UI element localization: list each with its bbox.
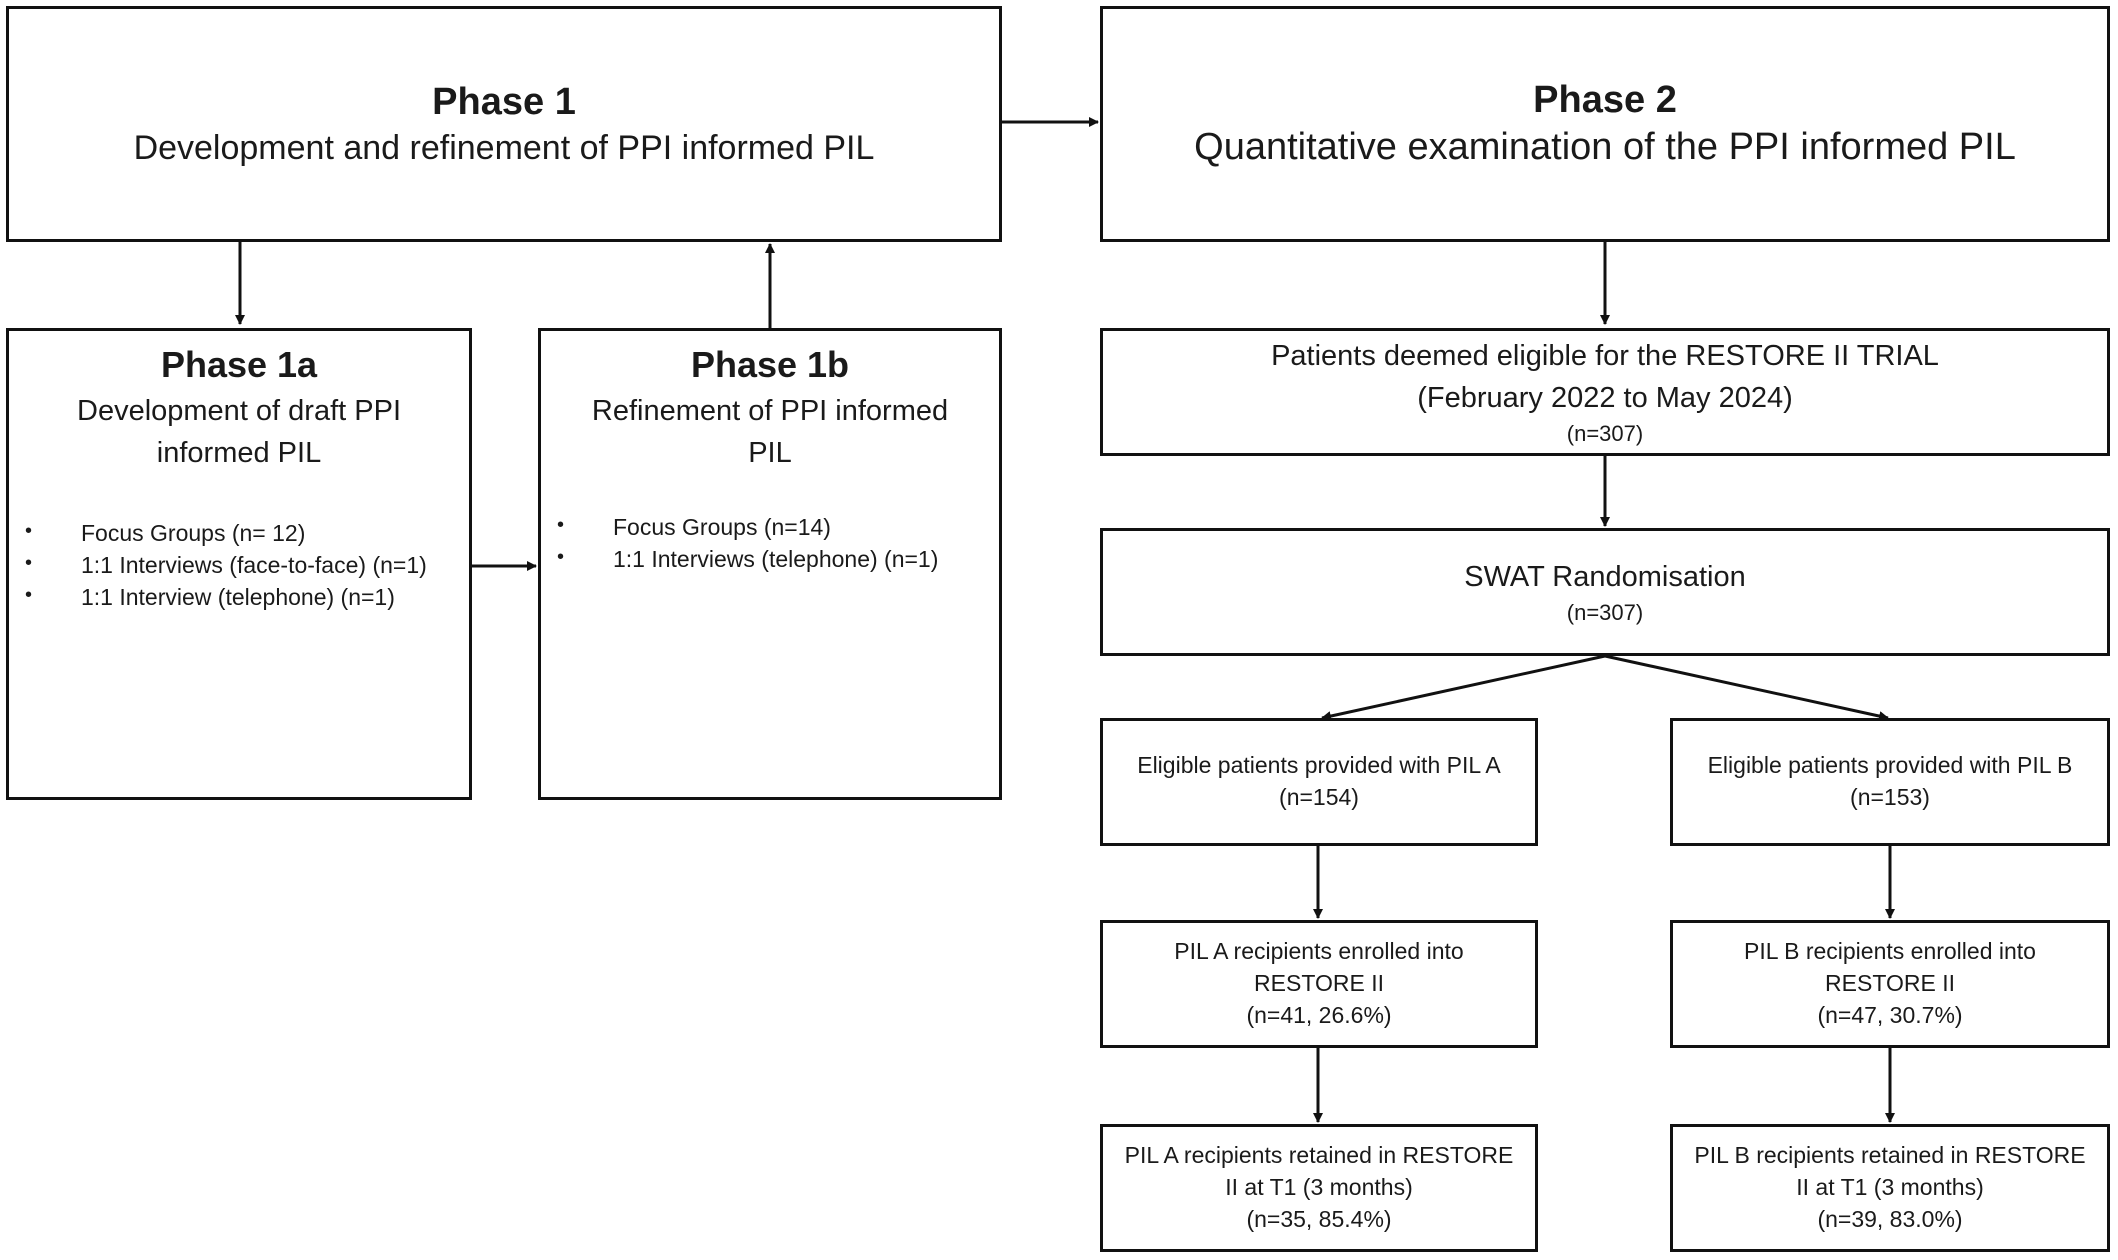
phase1a-list: Focus Groups (n= 12) 1:1 Interviews (fac… <box>9 518 469 613</box>
list-item: 1:1 Interviews (telephone) (n=1) <box>541 544 989 576</box>
pil-b-provided-box: Eligible patients provided with PIL B (n… <box>1670 718 2110 846</box>
phase1a-description: Development of draft PPI informed PIL <box>77 390 401 474</box>
pil-b-retained-line: PIL B recipients retained in RESTORE <box>1694 1142 2086 1169</box>
pil-b-provided-line: Eligible patients provided with PIL B <box>1707 752 2073 779</box>
pil-b-enrolled-line: PIL B recipients enrolled into <box>1744 938 2036 965</box>
phase1b-description-line: Refinement of PPI informed <box>591 395 949 428</box>
pil-a-provided-count: (n=154) <box>1279 784 1359 810</box>
phase1a-description-line: informed PIL <box>156 437 322 470</box>
pil-b-enrolled-line: RESTORE II <box>1825 970 1955 997</box>
phase1a-title: Phase 1a <box>160 344 318 385</box>
phase1-subtitle: Development and refinement of PPI inform… <box>133 128 875 167</box>
phase2-title: Phase 2 <box>1533 78 1677 121</box>
phase2-subtitle: Quantitative examination of the PPI info… <box>1194 126 2016 168</box>
pil-b-provided-count: (n=153) <box>1850 784 1930 810</box>
phase1b-description: Refinement of PPI informed PIL <box>592 390 948 474</box>
pil-b-enrolled-box: PIL B recipients enrolled into RESTORE I… <box>1670 920 2110 1048</box>
pil-a-enrolled-box: PIL A recipients enrolled into RESTORE I… <box>1100 920 1538 1048</box>
phase1b-title: Phase 1b <box>690 344 850 385</box>
pil-b-enrolled-count: (n=47, 30.7%) <box>1817 1001 1963 1028</box>
phase1a-description-line: Development of draft PPI <box>77 395 401 428</box>
arrow-swat-to-pil-a <box>1321 654 1606 721</box>
list-item: Focus Groups (n= 12) <box>9 518 429 550</box>
pil-b-retained-box: PIL B recipients retained in RESTORE II … <box>1670 1124 2110 1252</box>
pil-a-enrolled-line: RESTORE II <box>1254 970 1384 997</box>
pil-a-enrolled-line: PIL A recipients enrolled into <box>1174 938 1464 965</box>
list-item: Focus Groups (n=14) <box>541 512 989 544</box>
phase1b-description-line: PIL <box>748 437 792 470</box>
phase2-box: Phase 2 Quantitative examination of the … <box>1100 6 2110 242</box>
pil-a-enrolled-count: (n=41, 26.6%) <box>1246 1001 1392 1028</box>
eligible-line2: (February 2022 to May 2024) <box>1417 381 1793 414</box>
eligible-patients-box: Patients deemed eligible for the RESTORE… <box>1100 328 2110 456</box>
pil-a-retained-line: PIL A recipients retained in RESTORE <box>1124 1142 1514 1169</box>
list-item: 1:1 Interview (telephone) (n=1) <box>9 582 429 614</box>
phase1a-box: Phase 1a Development of draft PPI inform… <box>6 328 472 800</box>
swat-count: (n=307) <box>1566 599 1644 625</box>
pil-a-retained-count: (n=35, 85.4%) <box>1246 1205 1392 1232</box>
list-item: 1:1 Interviews (face-to-face) (n=1) <box>9 550 429 582</box>
phase1-box: Phase 1 Development and refinement of PP… <box>6 6 1002 242</box>
phase1b-box: Phase 1b Refinement of PPI informed PIL … <box>538 328 1002 800</box>
swat-randomisation-box: SWAT Randomisation (n=307) <box>1100 528 2110 656</box>
pil-b-retained-count: (n=39, 83.0%) <box>1817 1205 1963 1232</box>
eligible-line1: Patients deemed eligible for the RESTORE… <box>1271 339 1939 372</box>
arrow-swat-to-pil-b <box>1604 654 1889 721</box>
pil-b-retained-line: II at T1 (3 months) <box>1796 1174 1984 1201</box>
phase1-title: Phase 1 <box>432 81 576 123</box>
swat-title: SWAT Randomisation <box>1464 560 1746 593</box>
pil-a-provided-line: Eligible patients provided with PIL A <box>1137 752 1501 779</box>
pil-a-retained-box: PIL A recipients retained in RESTORE II … <box>1100 1124 1538 1252</box>
pil-a-provided-box: Eligible patients provided with PIL A (n… <box>1100 718 1538 846</box>
eligible-count: (n=307) <box>1566 420 1644 446</box>
pil-a-retained-line: II at T1 (3 months) <box>1225 1174 1413 1201</box>
phase1b-list: Focus Groups (n=14) 1:1 Interviews (tele… <box>541 512 999 575</box>
